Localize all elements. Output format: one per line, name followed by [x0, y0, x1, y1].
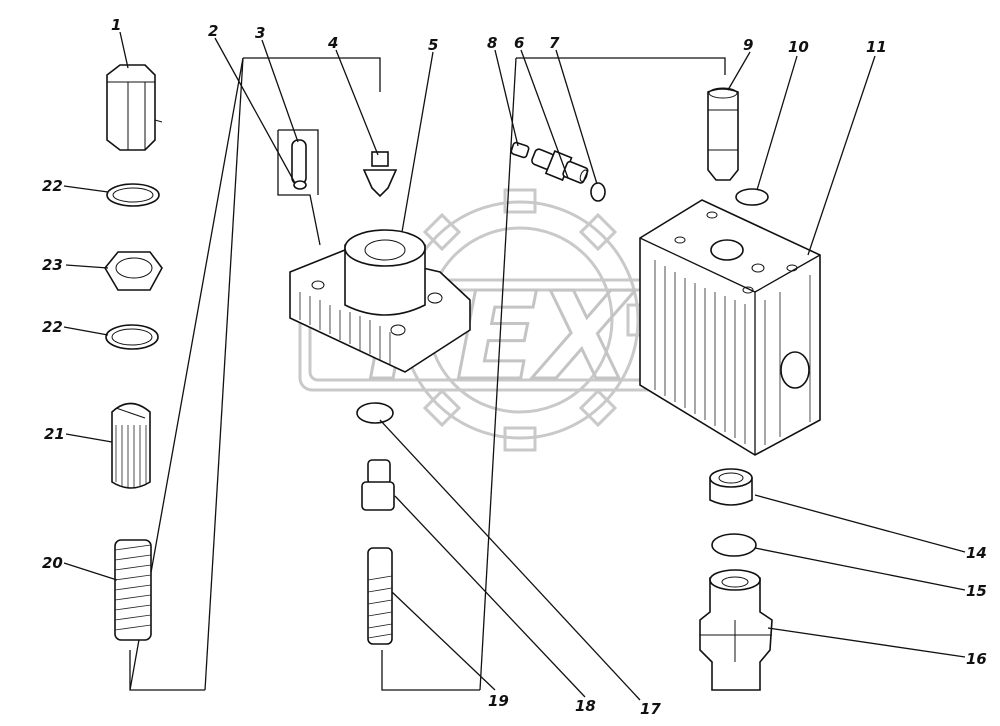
callout-7: 7	[549, 34, 560, 52]
callout-22-bottom: 22	[42, 318, 63, 336]
callout-10: 10	[788, 38, 809, 56]
part-19-spring	[367, 547, 393, 645]
part-3-pin	[291, 139, 307, 190]
group-bracket-left	[129, 57, 381, 691]
callout-16: 16	[966, 650, 987, 668]
callout-15: 15	[966, 582, 987, 600]
part-23-lock-nut	[104, 251, 163, 291]
leader-lines	[63, 31, 966, 701]
part-22-washer-top	[106, 183, 160, 207]
callout-5: 5	[428, 36, 438, 54]
group-bracket-right	[381, 57, 726, 691]
part-11-valve-block	[639, 199, 821, 456]
bracket-part-3	[277, 130, 321, 246]
part-17-ring	[356, 402, 394, 424]
callout-11: 11	[866, 38, 887, 56]
callout-3: 3	[255, 24, 265, 42]
callout-22-top: 22	[42, 177, 63, 195]
part-15-o-ring	[711, 533, 757, 557]
part-16-union-fitting	[699, 569, 773, 691]
callout-17: 17	[640, 700, 661, 718]
part-6-fitting	[531, 148, 589, 184]
callout-23: 23	[42, 256, 63, 274]
callout-9: 9	[743, 36, 753, 54]
part-10-ring	[735, 188, 769, 206]
part-20-spring	[114, 539, 152, 641]
callout-20: 20	[42, 554, 63, 572]
part-18-plunger	[361, 459, 395, 511]
callout-6: 6	[514, 34, 524, 52]
callout-18: 18	[575, 697, 596, 715]
part-7-o-ring	[590, 182, 606, 202]
part-21-adjusting-screw	[111, 402, 151, 489]
callout-4: 4	[327, 34, 338, 52]
part-14-bushing	[709, 468, 753, 506]
part-8-plug	[510, 141, 530, 159]
callout-19: 19	[488, 692, 509, 710]
part-1-hex-cap	[106, 64, 163, 151]
part-5-flange-body	[289, 229, 471, 373]
bracket-part-3-right	[278, 129, 319, 195]
callout-labels: 1 2 3 4 5 8 6 7 9 10 11 22 23 22 21 20 1…	[42, 16, 987, 718]
part-9-sleeve	[707, 87, 739, 181]
callout-1: 1	[111, 16, 121, 34]
callout-21: 21	[44, 425, 65, 443]
callout-8: 8	[487, 34, 497, 52]
part-4-valve	[362, 151, 398, 198]
callout-14: 14	[966, 544, 987, 562]
callout-2: 2	[208, 22, 218, 40]
